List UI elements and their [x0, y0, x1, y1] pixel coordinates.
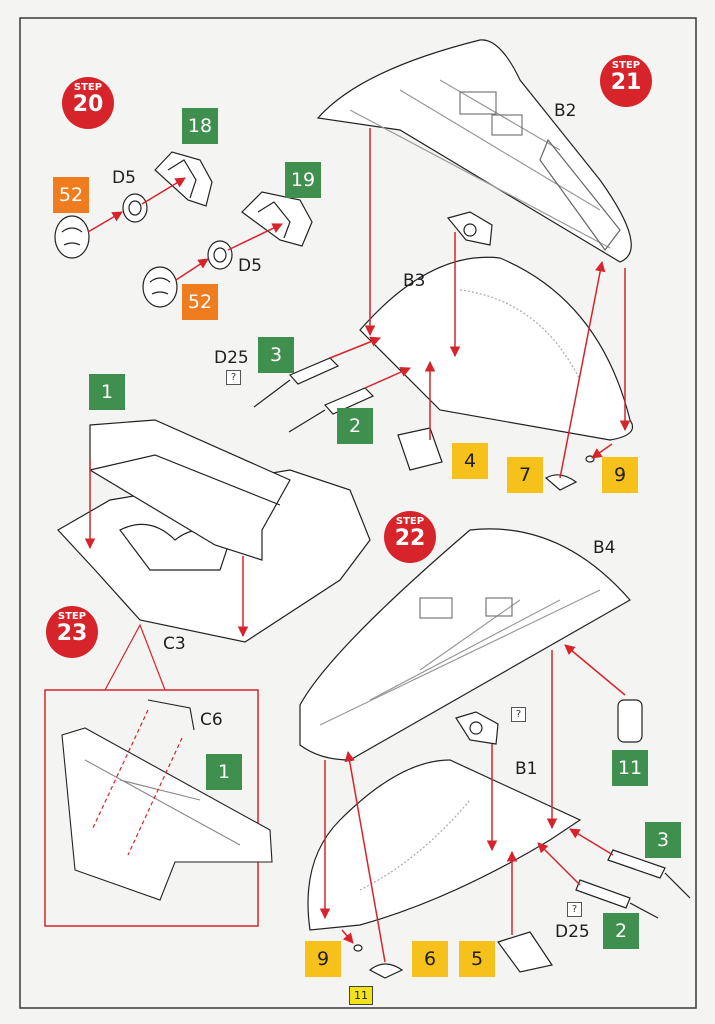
label-d25-a: D25	[214, 348, 249, 368]
step22-wing	[299, 528, 691, 979]
label-c3: C3	[163, 634, 186, 654]
part-chip-11: 11	[612, 750, 648, 786]
step23-parts	[61, 699, 273, 901]
page-number: 11	[349, 986, 373, 1005]
step-number: 20	[72, 92, 104, 117]
step-number: 21	[610, 70, 642, 95]
step-label: STEP	[73, 82, 103, 93]
part-chip-2-b: 2	[603, 913, 639, 949]
label-d5-a: D5	[112, 168, 136, 188]
unknown-part-mark: ?	[511, 707, 526, 722]
label-b1: B1	[515, 759, 538, 779]
part-chip-1-b: 1	[206, 754, 242, 790]
step-number: 23	[56, 621, 88, 646]
part-chip-9-b: 9	[305, 941, 341, 977]
floor-arrows	[84, 460, 249, 638]
label-b2: B2	[554, 101, 577, 121]
step-22-badge: STEP 22	[384, 511, 436, 563]
step23-detail-box	[44, 689, 259, 927]
step20-arrows	[87, 177, 283, 281]
step-20-badge: STEP 20	[62, 77, 114, 129]
part-chip-6: 6	[412, 941, 448, 977]
step-label: STEP	[611, 60, 641, 71]
label-b4: B4	[593, 538, 616, 558]
part-chip-3-a: 3	[258, 337, 294, 373]
cockpit-floor	[57, 419, 371, 643]
step22-arrows	[319, 644, 626, 963]
step-21-badge: STEP 21	[600, 55, 652, 107]
part-chip-9-a: 9	[602, 457, 638, 493]
step21-arrows	[329, 128, 631, 479]
step21-wing	[253, 39, 634, 491]
label-d25-b: D25	[555, 922, 590, 942]
part-chip-3-b: 3	[645, 822, 681, 858]
part-chip-5: 5	[459, 941, 495, 977]
step23-arrows	[91, 709, 183, 856]
label-d5-b: D5	[238, 256, 262, 276]
part-chip-4: 4	[452, 443, 488, 479]
unknown-part-mark: ?	[226, 370, 241, 385]
part-chip-7: 7	[507, 457, 543, 493]
step-label: STEP	[57, 611, 87, 622]
part-chip-1-a: 1	[89, 374, 125, 410]
part-chip-52-b: 52	[182, 284, 218, 320]
unknown-part-mark: ?	[567, 902, 582, 917]
label-b3: B3	[403, 271, 426, 291]
part-chip-2-a: 2	[337, 408, 373, 444]
step23-callout	[104, 623, 166, 691]
part-chip-19: 19	[285, 162, 321, 198]
page-border	[19, 17, 697, 1009]
step-label: STEP	[395, 516, 425, 527]
label-c6: C6	[200, 710, 223, 730]
step-23-badge: STEP 23	[46, 606, 98, 658]
part-chip-18: 18	[182, 108, 218, 144]
step-number: 22	[394, 526, 426, 551]
part-chip-52-a: 52	[53, 177, 89, 213]
